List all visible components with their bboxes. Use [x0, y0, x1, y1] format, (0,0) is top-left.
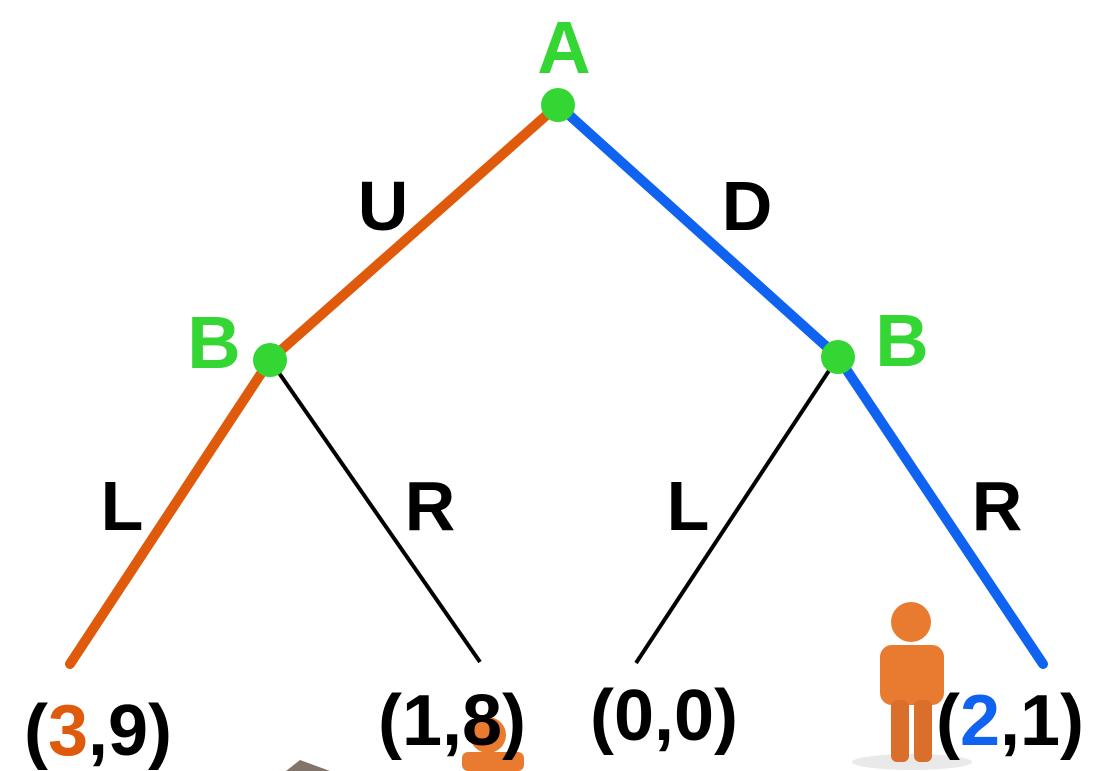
payoff-2: (1,8): [378, 681, 526, 761]
edge-line-left-r: [268, 358, 482, 664]
edge-label-right-r: R: [972, 467, 1023, 545]
edge-label-left-r: R: [405, 467, 456, 545]
node-root: [541, 88, 575, 122]
edge-label-left-l: L: [101, 467, 144, 545]
edge-label-up: U: [358, 167, 409, 245]
payoff-3: (0,0): [590, 676, 738, 756]
edge-label-right-l: L: [667, 467, 710, 545]
edge-line-down: [553, 100, 843, 362]
payoff-1: (3,9): [24, 691, 172, 771]
payoff-4: (2,1): [936, 681, 1084, 761]
node-left: [253, 343, 287, 377]
node-label-left: B: [187, 301, 240, 384]
node-label-right: B: [875, 299, 928, 382]
node-right: [821, 340, 855, 374]
node-label-root: A: [537, 6, 590, 89]
edge-line-up: [265, 100, 563, 365]
edge-line-right-l: [634, 355, 840, 665]
edge-label-down: D: [722, 167, 773, 245]
edge-line-left-l: [65, 355, 275, 669]
person-figure-icon: [286, 602, 972, 771]
edge-line-right-r: [833, 352, 1048, 669]
